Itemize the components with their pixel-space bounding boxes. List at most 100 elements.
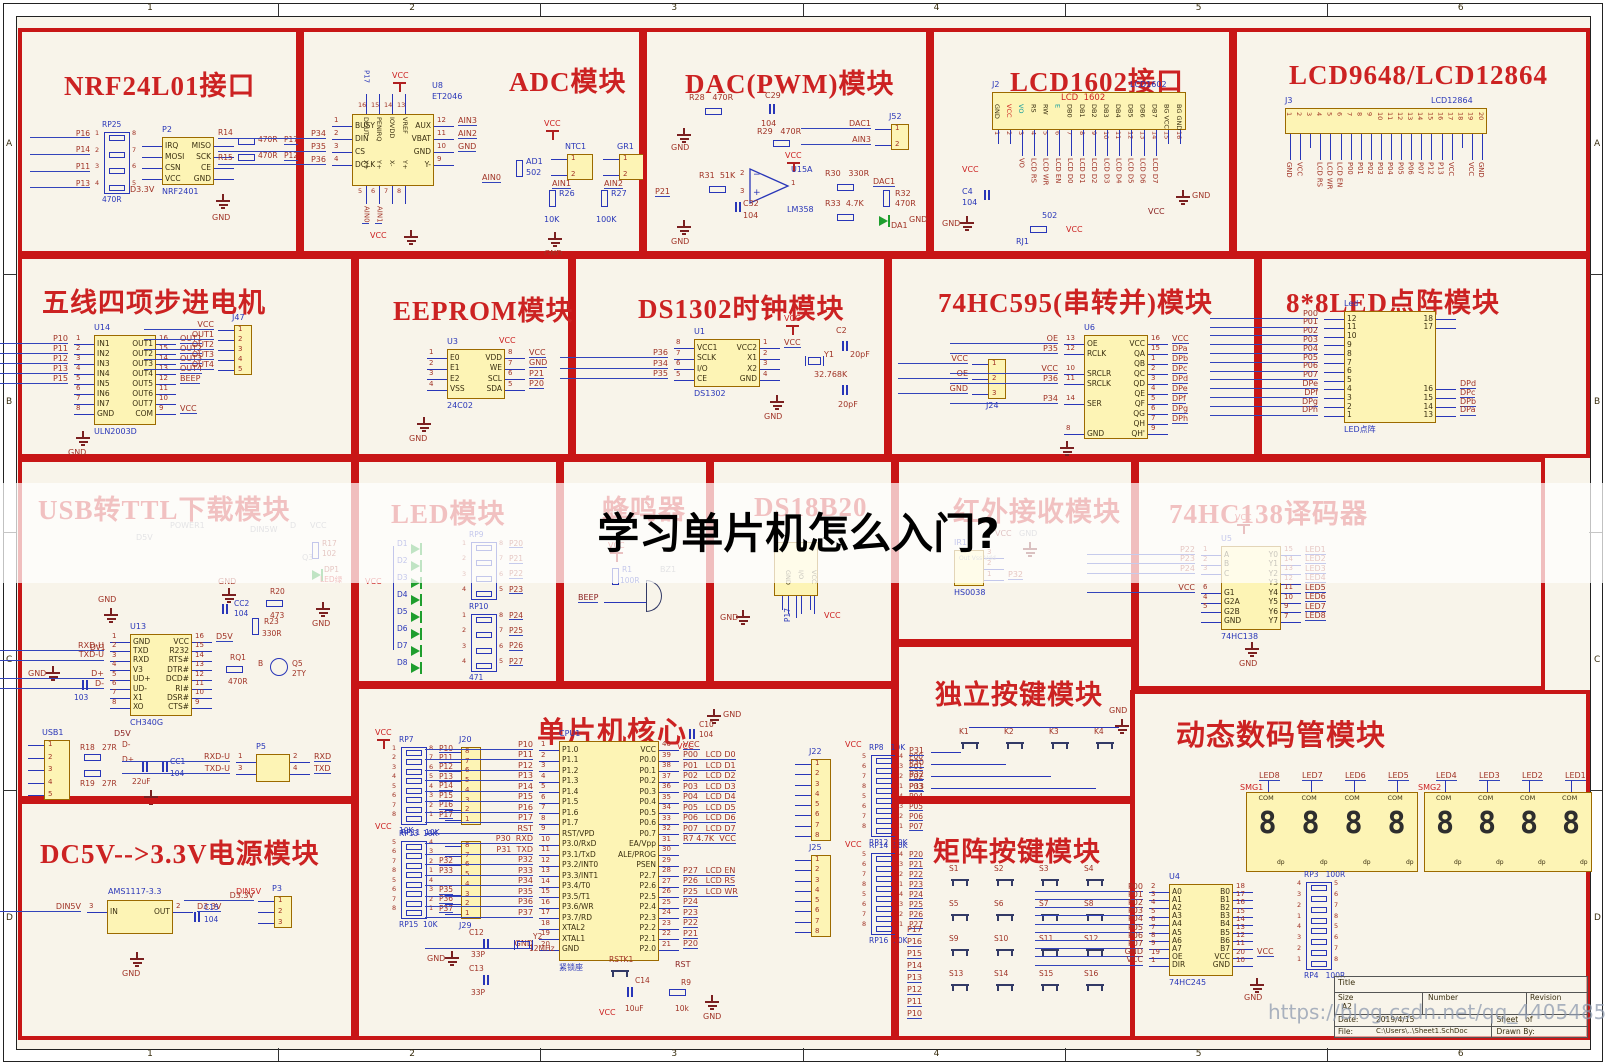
wire (1233, 892, 1253, 893)
pin-name: SRCLR (1087, 368, 1112, 378)
key-button-icon (1101, 951, 1103, 956)
pin-number: 4 (238, 355, 243, 363)
key-button-icon (1101, 986, 1103, 991)
key-button-icon (951, 879, 969, 881)
grid-col-label: 4 (933, 1049, 940, 1059)
ic-ref: P5 (256, 742, 266, 751)
pin-number: 5 (499, 585, 504, 593)
net-label: VCC (180, 403, 197, 414)
pin-name: BUSY (355, 120, 375, 130)
pin-name: B3 (1220, 911, 1230, 921)
display-ref: SMG1 (1240, 783, 1264, 792)
pin-name: MISO (191, 140, 211, 150)
wire (659, 802, 679, 804)
gnd-icon (52, 666, 54, 672)
wire (110, 679, 130, 681)
wire (1149, 965, 1169, 967)
pin-number: 7 (112, 688, 117, 697)
pin-name: P0.7 (639, 828, 656, 838)
net-label: P27 LCD EN (683, 865, 736, 876)
wire (1481, 134, 1483, 160)
label: 27R (102, 743, 117, 752)
connector-ref: J29 (459, 921, 472, 930)
pin-name: VCC (1005, 104, 1013, 118)
gnd-icon (1250, 655, 1254, 657)
key-button-icon (1011, 986, 1013, 991)
label: AMS1117-3.3 (108, 887, 162, 896)
gnd-icon (422, 430, 426, 432)
gnd-icon (404, 236, 418, 238)
key-button-icon (961, 742, 979, 744)
gnd-icon (78, 440, 88, 443)
label: 104 (962, 198, 978, 207)
label: R26 (559, 189, 575, 198)
net-label: P14 (30, 146, 90, 156)
connector-ref: J20 (459, 735, 472, 744)
net-label: P14 (425, 782, 533, 792)
net-label: RST (425, 824, 533, 834)
wire (445, 800, 461, 802)
pin-number: 7 (465, 756, 470, 765)
key-button-icon (1101, 881, 1103, 886)
pin-number: 12 (1126, 131, 1135, 140)
rnet-resistor (406, 778, 422, 785)
net-label: TXD-U (122, 764, 230, 774)
dp-label: dp (1320, 859, 1328, 866)
label: 103 (74, 693, 89, 702)
pin-name: OUT (154, 906, 170, 916)
resistor-icon (266, 600, 283, 607)
label: C29 (765, 91, 781, 100)
wire (674, 358, 694, 360)
wire (218, 350, 234, 351)
pin-number: 13 (1138, 131, 1147, 140)
wire (74, 394, 94, 395)
pin-number: 7 (815, 820, 820, 829)
vcc-icon (393, 82, 406, 84)
pin-name: OUT3 (132, 358, 153, 368)
pin-number: 4 (1203, 592, 1208, 601)
pin-name: X+ (361, 160, 370, 170)
key-label: S16 (1084, 969, 1099, 978)
wire (1148, 374, 1168, 375)
pin-number: 8 (1066, 424, 1071, 432)
wire (142, 157, 162, 158)
com-label: COM (1562, 794, 1578, 802)
ic-ref: U6 (1084, 323, 1095, 332)
rnet-resistor (109, 168, 125, 175)
pin-number: 8 (862, 782, 867, 790)
pin-number: 7 (676, 348, 681, 357)
wire (74, 344, 94, 345)
label: CC2 (234, 599, 250, 608)
pin-number: 12 (437, 116, 446, 124)
wire (539, 834, 559, 835)
title-label: Title (1338, 978, 1356, 987)
connector-body-P3 (274, 896, 292, 928)
dp-label: dp (1406, 859, 1414, 866)
pin-number: 15 (1162, 131, 1171, 140)
pin-number: 2 (429, 856, 434, 865)
wire (1324, 327, 1344, 329)
pin-number: 7 (508, 358, 513, 367)
ic-body-U6 (1084, 335, 1148, 439)
ic-name: DS1302 (694, 389, 726, 398)
pin-number: 1 (429, 866, 434, 875)
wire (1391, 134, 1393, 160)
wire (1290, 134, 1292, 160)
net-label: P02 (1210, 326, 1318, 337)
wire (659, 760, 679, 762)
gnd-icon (682, 233, 686, 235)
connector-ref: J25 (809, 843, 822, 852)
label: 104 (234, 609, 249, 618)
rnet-resistor (406, 853, 422, 860)
pin-name: P3.2/INT0 (562, 860, 599, 869)
wire (1441, 134, 1443, 160)
label: VCC (375, 822, 392, 831)
crystal-icon (532, 940, 533, 950)
dp-label: dp (1454, 859, 1462, 866)
wire (1233, 916, 1253, 918)
gnd-icon (554, 232, 556, 238)
pin-number: 2 (899, 910, 904, 918)
pin-number: 4 (76, 364, 81, 372)
key-label: S14 (994, 969, 1009, 978)
